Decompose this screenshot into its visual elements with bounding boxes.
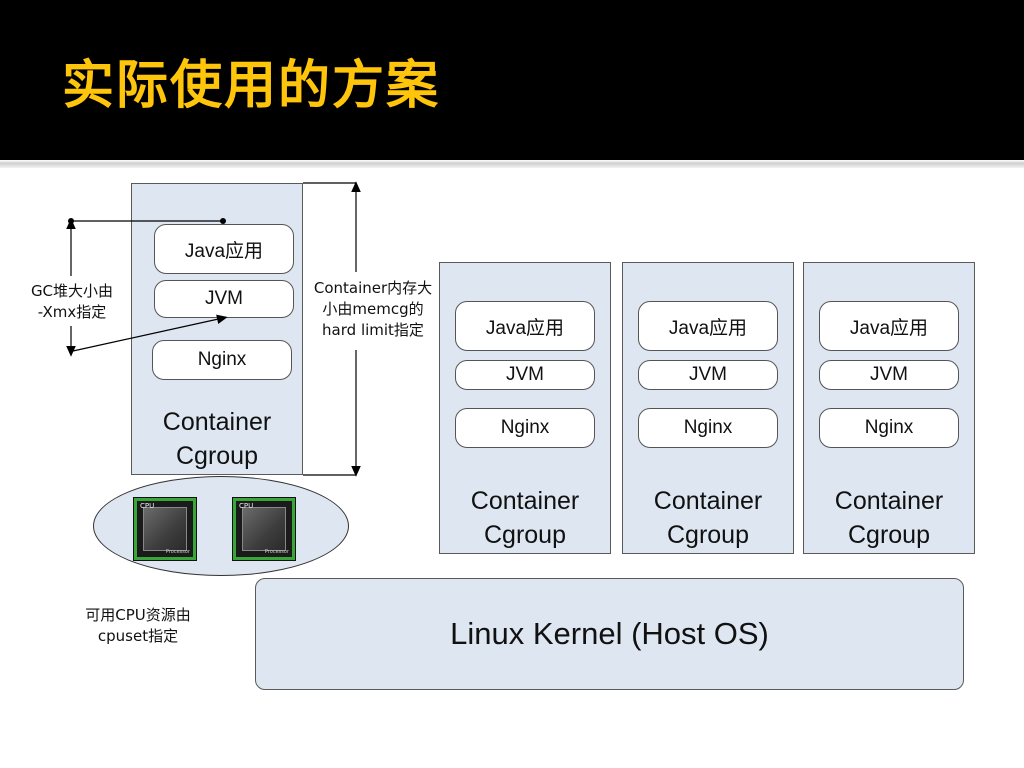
main-container-box: Java应用 JVM Nginx Container Cgroup bbox=[131, 183, 303, 475]
app-nginx: Nginx bbox=[152, 340, 292, 380]
cpu-chip-icon: CPU Processor bbox=[134, 498, 196, 560]
app-java: Java应用 bbox=[638, 301, 778, 351]
app-jvm: JVM bbox=[819, 360, 959, 390]
chip-die bbox=[143, 507, 187, 551]
gc-note-line: -Xmx指定 bbox=[37, 303, 107, 321]
chip-sub: Processor bbox=[264, 549, 289, 555]
app-jvm: JVM bbox=[154, 280, 294, 318]
app-java: Java应用 bbox=[455, 301, 595, 351]
container-box-3: Java应用 JVM Nginx Container Cgroup bbox=[803, 262, 975, 554]
chip-sub: Processor bbox=[165, 549, 190, 555]
gc-diagonal-line bbox=[72, 314, 228, 352]
linux-kernel-box: Linux Kernel (Host OS) bbox=[255, 578, 964, 690]
header-divider bbox=[0, 160, 1024, 168]
container-label: Container bbox=[834, 487, 944, 515]
cgroup-label: Cgroup bbox=[667, 521, 749, 549]
memcg-note-line: 小由memcg的 bbox=[322, 300, 424, 318]
container-label: Container bbox=[653, 487, 763, 515]
app-jvm: JVM bbox=[455, 360, 595, 390]
gc-note-line: GC堆大小由 bbox=[30, 282, 114, 300]
app-nginx: Nginx bbox=[819, 408, 959, 448]
slide-title: 实际使用的方案 bbox=[62, 56, 441, 116]
memcg-note-line: hard limit指定 bbox=[322, 321, 424, 339]
cpu-note-line: 可用CPU资源由 bbox=[85, 606, 191, 624]
cgroup-label: Cgroup bbox=[484, 521, 566, 549]
app-nginx: Nginx bbox=[638, 408, 778, 448]
container-box-1: Java应用 JVM Nginx Container Cgroup bbox=[439, 262, 611, 554]
cgroup-label: Cgroup bbox=[176, 442, 258, 470]
gc-arrow-dot bbox=[220, 218, 226, 224]
chip-die bbox=[242, 507, 286, 551]
memcg-note: Container内存大 小由memcg的 hard limit指定 bbox=[300, 278, 446, 341]
cpu-chip-icon: CPU Processor bbox=[233, 498, 295, 560]
chip-label: CPU bbox=[239, 502, 254, 510]
cpu-note-line: cpuset指定 bbox=[97, 627, 179, 645]
container-box-2: Java应用 JVM Nginx Container Cgroup bbox=[622, 262, 794, 554]
cpu-note: 可用CPU资源由 cpuset指定 bbox=[58, 605, 218, 647]
app-jvm: JVM bbox=[638, 360, 778, 390]
gc-note: GC堆大小由 -Xmx指定 bbox=[14, 281, 130, 323]
app-java: Java应用 bbox=[154, 224, 294, 274]
container-label: Container bbox=[162, 408, 272, 436]
slide-header: 实际使用的方案 bbox=[0, 0, 1024, 160]
chip-label: CPU bbox=[140, 502, 155, 510]
container-label: Container bbox=[470, 487, 580, 515]
cgroup-label: Cgroup bbox=[848, 521, 930, 549]
memcg-note-line: Container内存大 bbox=[313, 279, 433, 297]
app-nginx: Nginx bbox=[455, 408, 595, 448]
app-java: Java应用 bbox=[819, 301, 959, 351]
